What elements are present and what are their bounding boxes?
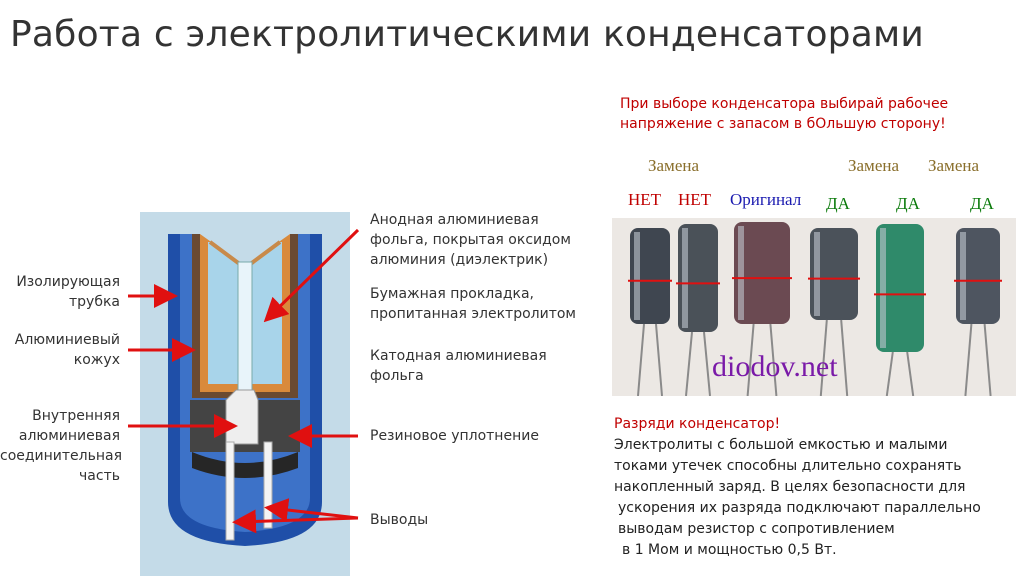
lead-right bbox=[263, 441, 273, 529]
discharge-line: токами утечек способны длительно сохраня… bbox=[614, 458, 962, 474]
label-line: алюминия (диэлектрик) bbox=[370, 252, 549, 268]
capacitor-lead bbox=[769, 323, 778, 396]
discharge-line: в 1 Мом и мощностью 0,5 Вт. bbox=[622, 542, 837, 558]
label-line: Катодная алюминиевая bbox=[370, 348, 547, 364]
capacitor-lead bbox=[840, 319, 849, 396]
label-line: Бумажная прокладка, bbox=[370, 286, 535, 302]
lead-left bbox=[225, 441, 235, 541]
capacitor-lead bbox=[637, 323, 645, 396]
arrow-lead-2 bbox=[264, 498, 359, 522]
discharge-line: Электролиты с большой емкостью и малыми bbox=[614, 437, 948, 453]
label-original: Оригинал bbox=[730, 190, 802, 209]
polarity-stripe bbox=[880, 228, 886, 348]
label-line: кожух bbox=[73, 352, 120, 368]
discharge-line: накопленный заряд. В целях безопасности … bbox=[614, 479, 966, 495]
label-line: трубка bbox=[69, 294, 120, 310]
watermark: diodov.net bbox=[712, 350, 838, 383]
capacitors-photo bbox=[612, 218, 1016, 396]
capacitor-lead bbox=[906, 351, 915, 396]
warning-line: напряжение с запасом в бОльшую сторону! bbox=[620, 116, 946, 132]
discharge-heading: Разряди конденсатор! bbox=[614, 416, 781, 432]
polarity-stripe bbox=[634, 232, 640, 320]
capacitor-group bbox=[628, 222, 1002, 396]
label-line: Изолирующая bbox=[16, 274, 120, 290]
capacitor-body bbox=[810, 228, 858, 320]
discharge-note: Разряди конденсатор! Электролиты с больш… bbox=[614, 414, 1018, 561]
label-line: Алюминиевый bbox=[14, 332, 120, 348]
label-line: фольга, покрытая оксидом bbox=[370, 232, 571, 248]
label-aluminum-case: Алюминиевый кожух bbox=[0, 330, 120, 370]
capacitor-lead bbox=[703, 331, 711, 396]
discharge-line: выводам резистор с сопротивлением bbox=[618, 521, 895, 537]
capacitor-lead bbox=[746, 323, 755, 396]
slide-title: Работа с электролитическими конденсатора… bbox=[10, 14, 924, 55]
label-yes-2: ДА bbox=[896, 194, 920, 213]
arrow-anode bbox=[263, 228, 360, 323]
capacitor-lead bbox=[819, 319, 828, 396]
polarity-stripe bbox=[682, 228, 688, 328]
label-anode-foil: Анодная алюминиевая фольга, покрытая окс… bbox=[370, 210, 600, 270]
label-no-1: НЕТ bbox=[628, 190, 662, 209]
label-yes-1: ДА bbox=[826, 194, 850, 213]
label-line: соединительная bbox=[0, 448, 123, 464]
capacitor-lead bbox=[964, 323, 973, 396]
label-line: пропитанная электролитом bbox=[370, 306, 576, 322]
capacitor-body bbox=[734, 222, 790, 324]
capacitor-body bbox=[956, 228, 1000, 324]
label-yes-3: ДА bbox=[970, 194, 994, 213]
label-replacement-3: Замена bbox=[928, 156, 980, 175]
label-line: часть bbox=[79, 468, 120, 484]
cutaway-notch bbox=[200, 234, 290, 266]
label-line: фольга bbox=[370, 368, 424, 384]
capacitor-lead bbox=[685, 331, 693, 396]
capacitor-lead bbox=[655, 323, 663, 396]
capacitor-lead bbox=[885, 351, 894, 396]
warning-line: При выборе конденсатора выбирай рабочее bbox=[620, 96, 949, 112]
polarity-stripe bbox=[738, 226, 744, 320]
capacitor-body bbox=[876, 224, 924, 352]
label-line: алюминиевая bbox=[18, 428, 120, 444]
label-cathode-foil: Катодная алюминиевая фольга bbox=[370, 346, 600, 386]
voltage-warning: При выборе конденсатора выбирай рабочее … bbox=[620, 94, 1010, 134]
label-replacement-2: Замена bbox=[848, 156, 900, 175]
label-no-2: НЕТ bbox=[678, 190, 712, 209]
arrow-lead-1 bbox=[232, 509, 359, 534]
polarity-stripe bbox=[960, 232, 966, 320]
label-leads: Выводы bbox=[370, 512, 429, 528]
label-inner-connector: Внутренняя алюминиевая соединительная ча… bbox=[0, 406, 123, 486]
label-replacement-1: Замена bbox=[648, 156, 700, 175]
label-paper-spacer: Бумажная прокладка, пропитанная электрол… bbox=[370, 284, 600, 324]
label-rubber-seal: Резиновое уплотнение bbox=[370, 428, 539, 444]
label-insulating-tube: Изолирующая трубка bbox=[0, 272, 120, 312]
polarity-stripe bbox=[814, 232, 820, 316]
capacitor-lead bbox=[983, 323, 992, 396]
label-line: Анодная алюминиевая bbox=[370, 212, 539, 228]
label-line: Внутренняя bbox=[32, 408, 120, 424]
discharge-line: ускорения их разряда подключают параллел… bbox=[618, 500, 981, 516]
